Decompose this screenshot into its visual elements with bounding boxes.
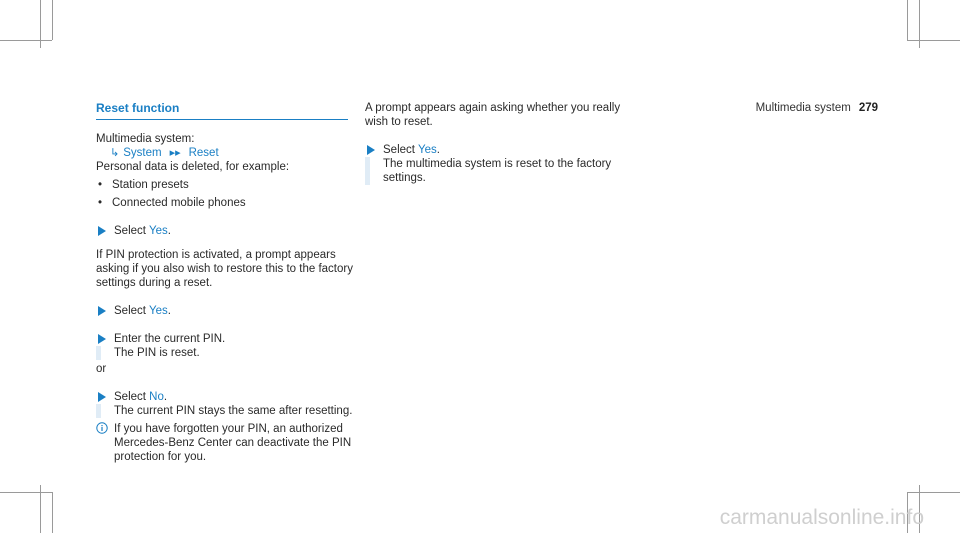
- crop-mark: [52, 492, 53, 533]
- crop-mark: [907, 492, 908, 533]
- bullet-icon: •: [98, 197, 103, 209]
- crop-mark: [907, 40, 960, 41]
- step-result: The multimedia system is reset to the fa…: [383, 158, 612, 184]
- step-triangle-icon: [98, 306, 106, 316]
- option-yes: Yes: [148, 305, 168, 317]
- info-note: If you have forgotten your PIN, an autho…: [96, 422, 354, 464]
- step-punct: .: [167, 305, 171, 317]
- pin-paragraph: If PIN protection is activated, a prompt…: [96, 249, 353, 289]
- step-result: The current PIN stays the same after res…: [114, 405, 353, 417]
- note-text: If you have forgotten your PIN, an autho…: [114, 423, 352, 463]
- step-enter-pin: Enter the current PIN. The PIN is reset.: [96, 332, 354, 360]
- step-punct: .: [167, 225, 171, 237]
- left-column: Reset function Multimedia system: ↳ Syst…: [96, 101, 354, 464]
- page-number: 279: [858, 102, 878, 114]
- step-text: Enter the current PIN.: [114, 333, 226, 345]
- list-item: • Station presets: [96, 178, 354, 192]
- option-yes: Yes: [417, 144, 437, 156]
- step-triangle-icon: [98, 226, 106, 236]
- section-title: Reset function: [96, 101, 348, 120]
- crop-mark: [40, 485, 41, 533]
- step-triangle-icon: [367, 145, 375, 155]
- step-triangle-icon: [98, 392, 106, 402]
- step-triangle-icon: [98, 334, 106, 344]
- step-text: Select: [114, 305, 149, 317]
- crop-mark: [907, 492, 960, 493]
- step-select-yes: Select Yes.: [96, 224, 354, 238]
- header-section: Multimedia system: [755, 102, 851, 114]
- step-text: Select: [114, 391, 150, 403]
- running-header: Multimedia system 279: [756, 101, 878, 115]
- crop-mark: [0, 492, 52, 493]
- step-select-yes: Select Yes. The multimedia system is res…: [365, 143, 625, 185]
- crop-mark: [919, 485, 920, 533]
- option-no: No: [149, 391, 164, 403]
- step-strip: [96, 404, 101, 418]
- crop-mark: [40, 0, 41, 48]
- step-text: Select: [383, 144, 418, 156]
- option-yes: Yes: [148, 225, 168, 237]
- step-punct: .: [163, 391, 168, 403]
- menu-arrow-icon: ↳: [110, 147, 120, 159]
- bullet-icon: •: [98, 179, 103, 191]
- crop-mark: [52, 0, 53, 40]
- step-text: Select: [114, 225, 149, 237]
- crop-mark: [919, 0, 920, 48]
- step-punct: .: [436, 144, 440, 156]
- step-result: The PIN is reset.: [114, 347, 200, 359]
- description: Personal data is deleted, for example:: [96, 161, 290, 173]
- menu-path: ↳ System ▸▸ Reset: [96, 146, 354, 160]
- watermark: carmanualsonline.info: [719, 506, 924, 529]
- list-item: • Connected mobile phones: [96, 196, 354, 210]
- path-intro: Multimedia system:: [96, 133, 195, 145]
- step-strip: [96, 346, 101, 360]
- menu-item-reset: Reset: [188, 147, 219, 159]
- info-icon: [96, 422, 114, 464]
- bullet-text: Connected mobile phones: [112, 197, 246, 209]
- step-select-no: Select No. The current PIN stays the sam…: [96, 390, 354, 418]
- crop-mark: [907, 0, 908, 40]
- prompt-paragraph: A prompt appears again asking whether yo…: [365, 102, 621, 128]
- or-text: or: [96, 363, 107, 375]
- bullet-text: Station presets: [112, 179, 189, 191]
- step-strip: [365, 157, 370, 185]
- double-chevron-icon: ▸▸: [169, 147, 181, 159]
- crop-mark: [0, 40, 52, 41]
- menu-item-system: System: [123, 147, 162, 159]
- step-select-yes: Select Yes.: [96, 304, 354, 318]
- right-column: A prompt appears again asking whether yo…: [365, 101, 625, 185]
